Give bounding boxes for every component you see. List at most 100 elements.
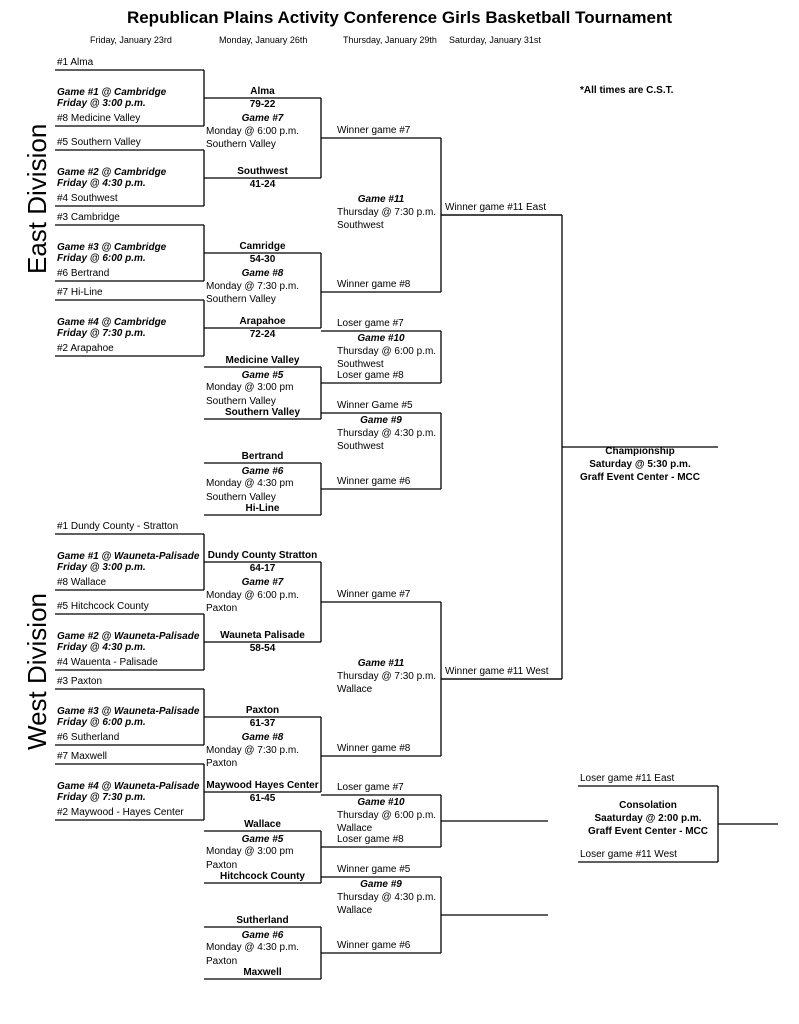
time-zone-note: *All times are C.S.T. (580, 85, 674, 96)
game-time: Monday @ 4:30 pm (206, 478, 294, 489)
game-time: Monday @ 6:00 p.m. (206, 126, 299, 137)
game-number: Game #5 (241, 370, 284, 381)
game-note: Southwest (337, 220, 384, 231)
score: 79-22 (249, 99, 276, 110)
bracket-slot-top: Loser game #7 (337, 782, 404, 793)
game-number: Game #11 (357, 194, 405, 205)
game-time: Friday @ 7:30 p.m. (57, 328, 146, 339)
game-note: Southern Valley (206, 492, 276, 503)
consolation-team: Hi-Line (245, 503, 280, 514)
game-note: Wallace (337, 905, 373, 916)
bracket-slot-bottom: Winner game #6 (337, 940, 411, 951)
score: 72-24 (249, 329, 276, 340)
game-note: Paxton (206, 860, 238, 871)
game-number: Game #6 (241, 930, 284, 941)
seed-team-top: #3 Cambridge (57, 212, 120, 223)
winner-team: Wauneta Palisade (220, 630, 305, 641)
seed-team-bottom: #2 Arapahoe (57, 343, 114, 354)
consolation-title: Consolation (619, 800, 677, 811)
game-location: Game #4 @ Cambridge (57, 317, 167, 328)
consolation-team: Sutherland (236, 915, 289, 926)
seed-team-top: #3 Paxton (57, 676, 103, 687)
game-number: Game #7 (241, 577, 284, 588)
score: 61-37 (249, 718, 276, 729)
game-location: Game #3 @ Wauneta-Palisade (57, 706, 200, 717)
game-time: Thursday @ 7:30 p.m. (337, 671, 437, 682)
score: 61-45 (249, 793, 276, 804)
seed-team-top: #7 Maxwell (57, 751, 108, 762)
game-time: Monday @ 3:00 pm (206, 846, 294, 857)
bracket-slot-top: Winner game #5 (337, 864, 411, 875)
seed-team-bottom: #8 Wallace (57, 577, 107, 588)
game-time: Thursday @ 4:30 p.m. (337, 892, 437, 903)
game-time: Monday @ 7:30 p.m. (206, 281, 299, 292)
winner-team: Paxton (245, 705, 280, 716)
seed-team-bottom: #6 Sutherland (57, 732, 120, 743)
game-number: Game #6 (241, 466, 284, 477)
bracket-slot-bottom: Winner game #6 (337, 476, 411, 487)
bracket-slot-top: Loser game #7 (337, 318, 404, 329)
west-finalist-slot: Winner game #11 West (445, 666, 549, 677)
game-number: Game #8 (241, 732, 284, 743)
game-time: Monday @ 6:00 p.m. (206, 590, 299, 601)
consolation-team: Southern Valley (224, 407, 301, 418)
game-time: Thursday @ 4:30 p.m. (337, 428, 437, 439)
score: 58-54 (249, 643, 276, 654)
championship-time: Saturday @ 5:30 p.m. (589, 459, 691, 470)
game-location: Game #2 @ Wauneta-Palisade (57, 631, 200, 642)
game-time: Friday @ 4:30 p.m. (57, 178, 146, 189)
seed-team-top: #7 Hi-Line (57, 287, 103, 298)
game-number: Game #10 (357, 333, 405, 344)
game-time: Thursday @ 6:00 p.m. (337, 346, 437, 357)
game-note: Southwest (337, 359, 384, 370)
consolation-time: Saaturday @ 2:00 p.m. (594, 813, 702, 824)
game-number: Game #9 (360, 879, 402, 890)
bracket-slot-top: Loser game #11 East (580, 773, 675, 784)
consolation-team: Medicine Valley (225, 355, 300, 366)
game-note: Southwest (337, 441, 384, 452)
seed-team-top: #5 Hitchcock County (57, 601, 149, 612)
game-time: Thursday @ 6:00 p.m. (337, 810, 437, 821)
game-note: Southern Valley (206, 294, 276, 305)
game-location: Game #3 @ Cambridge (57, 242, 167, 253)
bracket-slot-top: Winner Game #5 (337, 400, 413, 411)
consolation-team: Wallace (244, 819, 281, 830)
score: 54-30 (249, 254, 276, 265)
seed-team-bottom: #8 Medicine Valley (57, 113, 141, 124)
game-time: Monday @ 7:30 p.m. (206, 745, 299, 756)
consolation-team: Bertrand (241, 451, 284, 462)
consolation-venue: Graff Event Center - MCC (587, 826, 708, 837)
bracket-slot-bottom: Winner game #8 (337, 743, 411, 754)
game-note: Southern Valley (206, 139, 276, 150)
winner-team: Alma (250, 86, 275, 97)
game-number: Game #5 (241, 834, 284, 845)
seed-team-bottom: #4 Wauenta - Palisade (57, 657, 158, 668)
seed-team-top: #1 Dundy County - Stratton (57, 521, 179, 532)
page-title: Republican Plains Activity Conference Gi… (126, 8, 673, 27)
game-time: Thursday @ 7:30 p.m. (337, 207, 437, 218)
winner-team: Dundy County Stratton (207, 550, 318, 561)
winner-team: Arapahoe (239, 316, 286, 327)
day-header-monday: Monday, January 26th (219, 35, 308, 45)
bracket-slot-bottom: Winner game #8 (337, 279, 411, 290)
seed-team-top: #1 Alma (57, 57, 94, 68)
game-time: Friday @ 7:30 p.m. (57, 792, 146, 803)
bracket-slot-top: Winner game #7 (337, 125, 411, 136)
game-note: Wallace (337, 684, 373, 695)
game-time: Monday @ 4:30 p.m. (206, 942, 299, 953)
championship-venue: Graff Event Center - MCC (579, 472, 700, 483)
game-number: Game #8 (241, 268, 284, 279)
game-time: Friday @ 6:00 p.m. (57, 253, 146, 264)
game-number: Game #10 (357, 797, 405, 808)
game-time: Friday @ 3:00 p.m. (57, 562, 146, 573)
consolation-team: Maxwell (243, 967, 282, 978)
game-note: Wallace (337, 823, 373, 834)
championship-title: Championship (605, 446, 675, 457)
seed-team-bottom: #4 Southwest (57, 193, 118, 204)
game-location: Game #1 @ Wauneta-Palisade (57, 551, 200, 562)
game-note: Paxton (206, 758, 238, 769)
game-time: Friday @ 3:00 p.m. (57, 98, 146, 109)
bracket-slot-bottom: Loser game #8 (337, 834, 404, 845)
game-location: Game #4 @ Wauneta-Palisade (57, 781, 200, 792)
